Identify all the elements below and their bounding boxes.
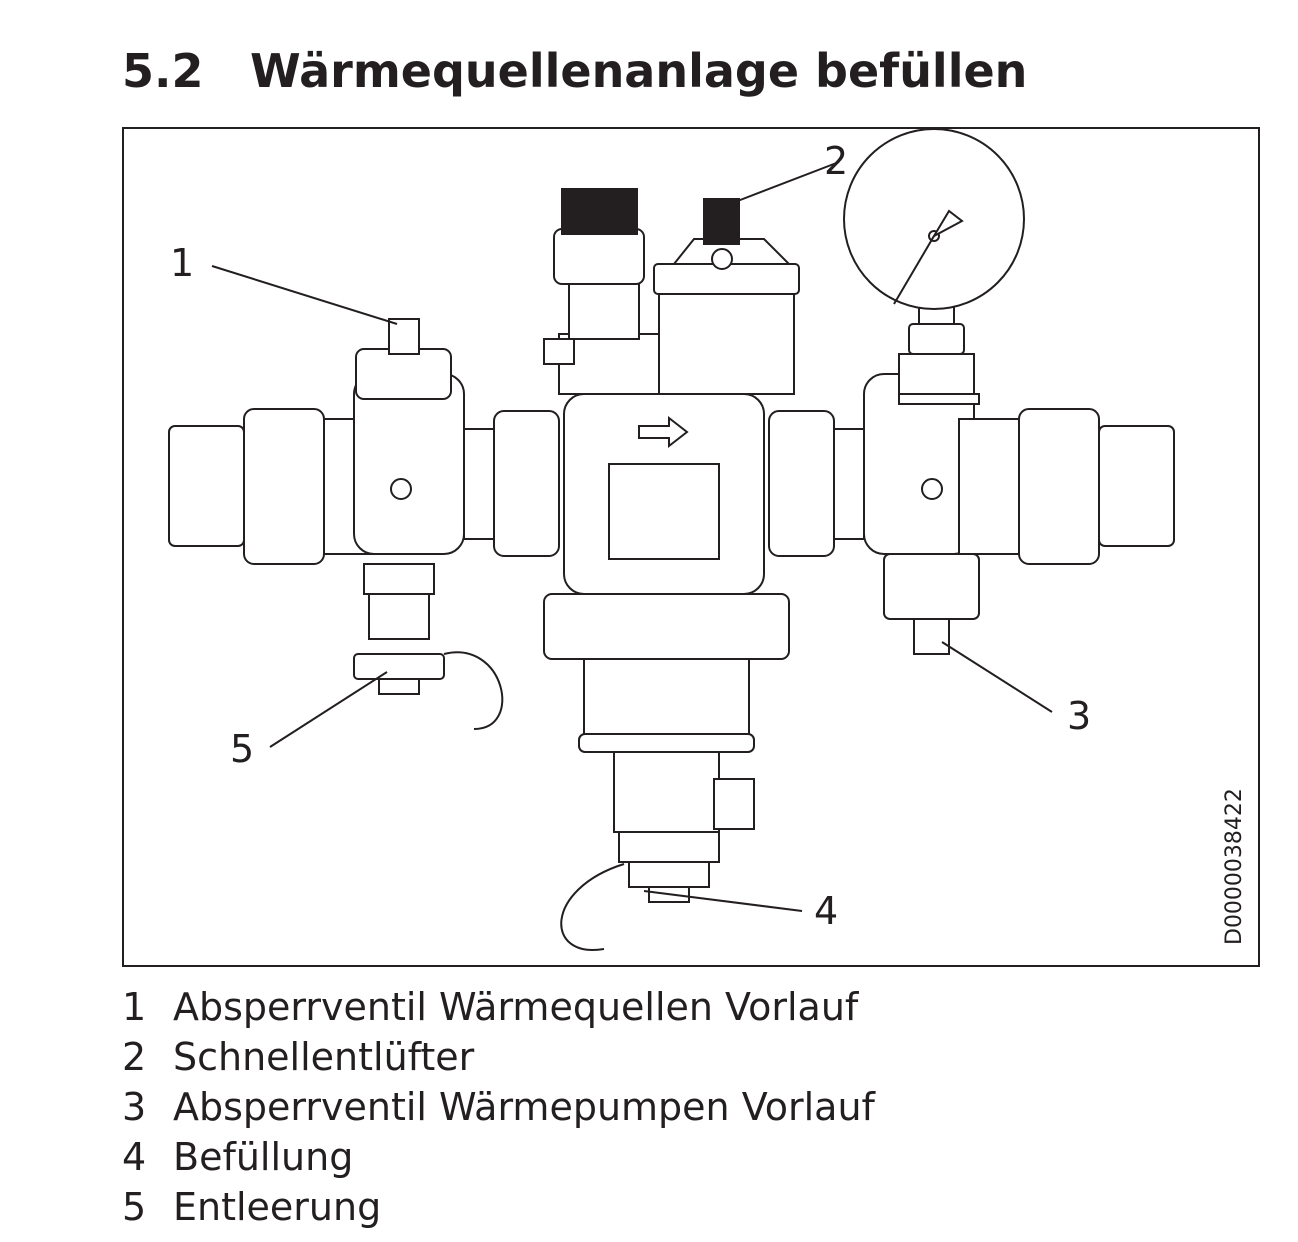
legend-item: 1 Absperrventil Wärmequellen Vorlauf: [122, 982, 875, 1032]
legend-number: 2: [122, 1035, 147, 1079]
legend-text: Befüllung: [173, 1135, 354, 1179]
document-id: D0000038422: [1222, 788, 1247, 945]
callout-5: 5: [230, 727, 255, 771]
valve-assembly-drawing: [168, 129, 1175, 951]
legend-text: Absperrventil Wärmequellen Vorlauf: [173, 985, 859, 1029]
legend-text: Absperrventil Wärmepumpen Vorlauf: [173, 1085, 875, 1129]
legend-number: 5: [122, 1185, 147, 1229]
legend-number: 4: [122, 1135, 147, 1179]
callout-2: 2: [824, 139, 849, 183]
legend-number: 1: [122, 985, 147, 1029]
callout-1: 1: [170, 241, 195, 285]
legend-text: Schnellentlüfter: [173, 1035, 475, 1079]
legend-text: Entleerung: [173, 1185, 382, 1229]
legend-item: 2 Schnellentlüfter: [122, 1032, 875, 1082]
callout-3: 3: [1067, 694, 1092, 738]
legend-item: 5 Entleerung: [122, 1182, 875, 1232]
callout-4: 4: [814, 889, 839, 933]
legend-item: 4 Befüllung: [122, 1132, 875, 1182]
valve-assembly-figure: 1 2 3 4 5: [122, 127, 1260, 967]
section-number: 5.2: [122, 44, 204, 98]
section-heading: 5.2 Wärmequellenanlage befüllen: [122, 44, 1027, 98]
figure-legend: 1 Absperrventil Wärmequellen Vorlauf 2 Sch…: [122, 982, 875, 1232]
legend-number: 3: [122, 1085, 147, 1129]
section-title: Wärmequellenanlage befüllen: [250, 44, 1028, 98]
legend-item: 3 Absperrventil Wärmepumpen Vorlauf: [122, 1082, 875, 1132]
